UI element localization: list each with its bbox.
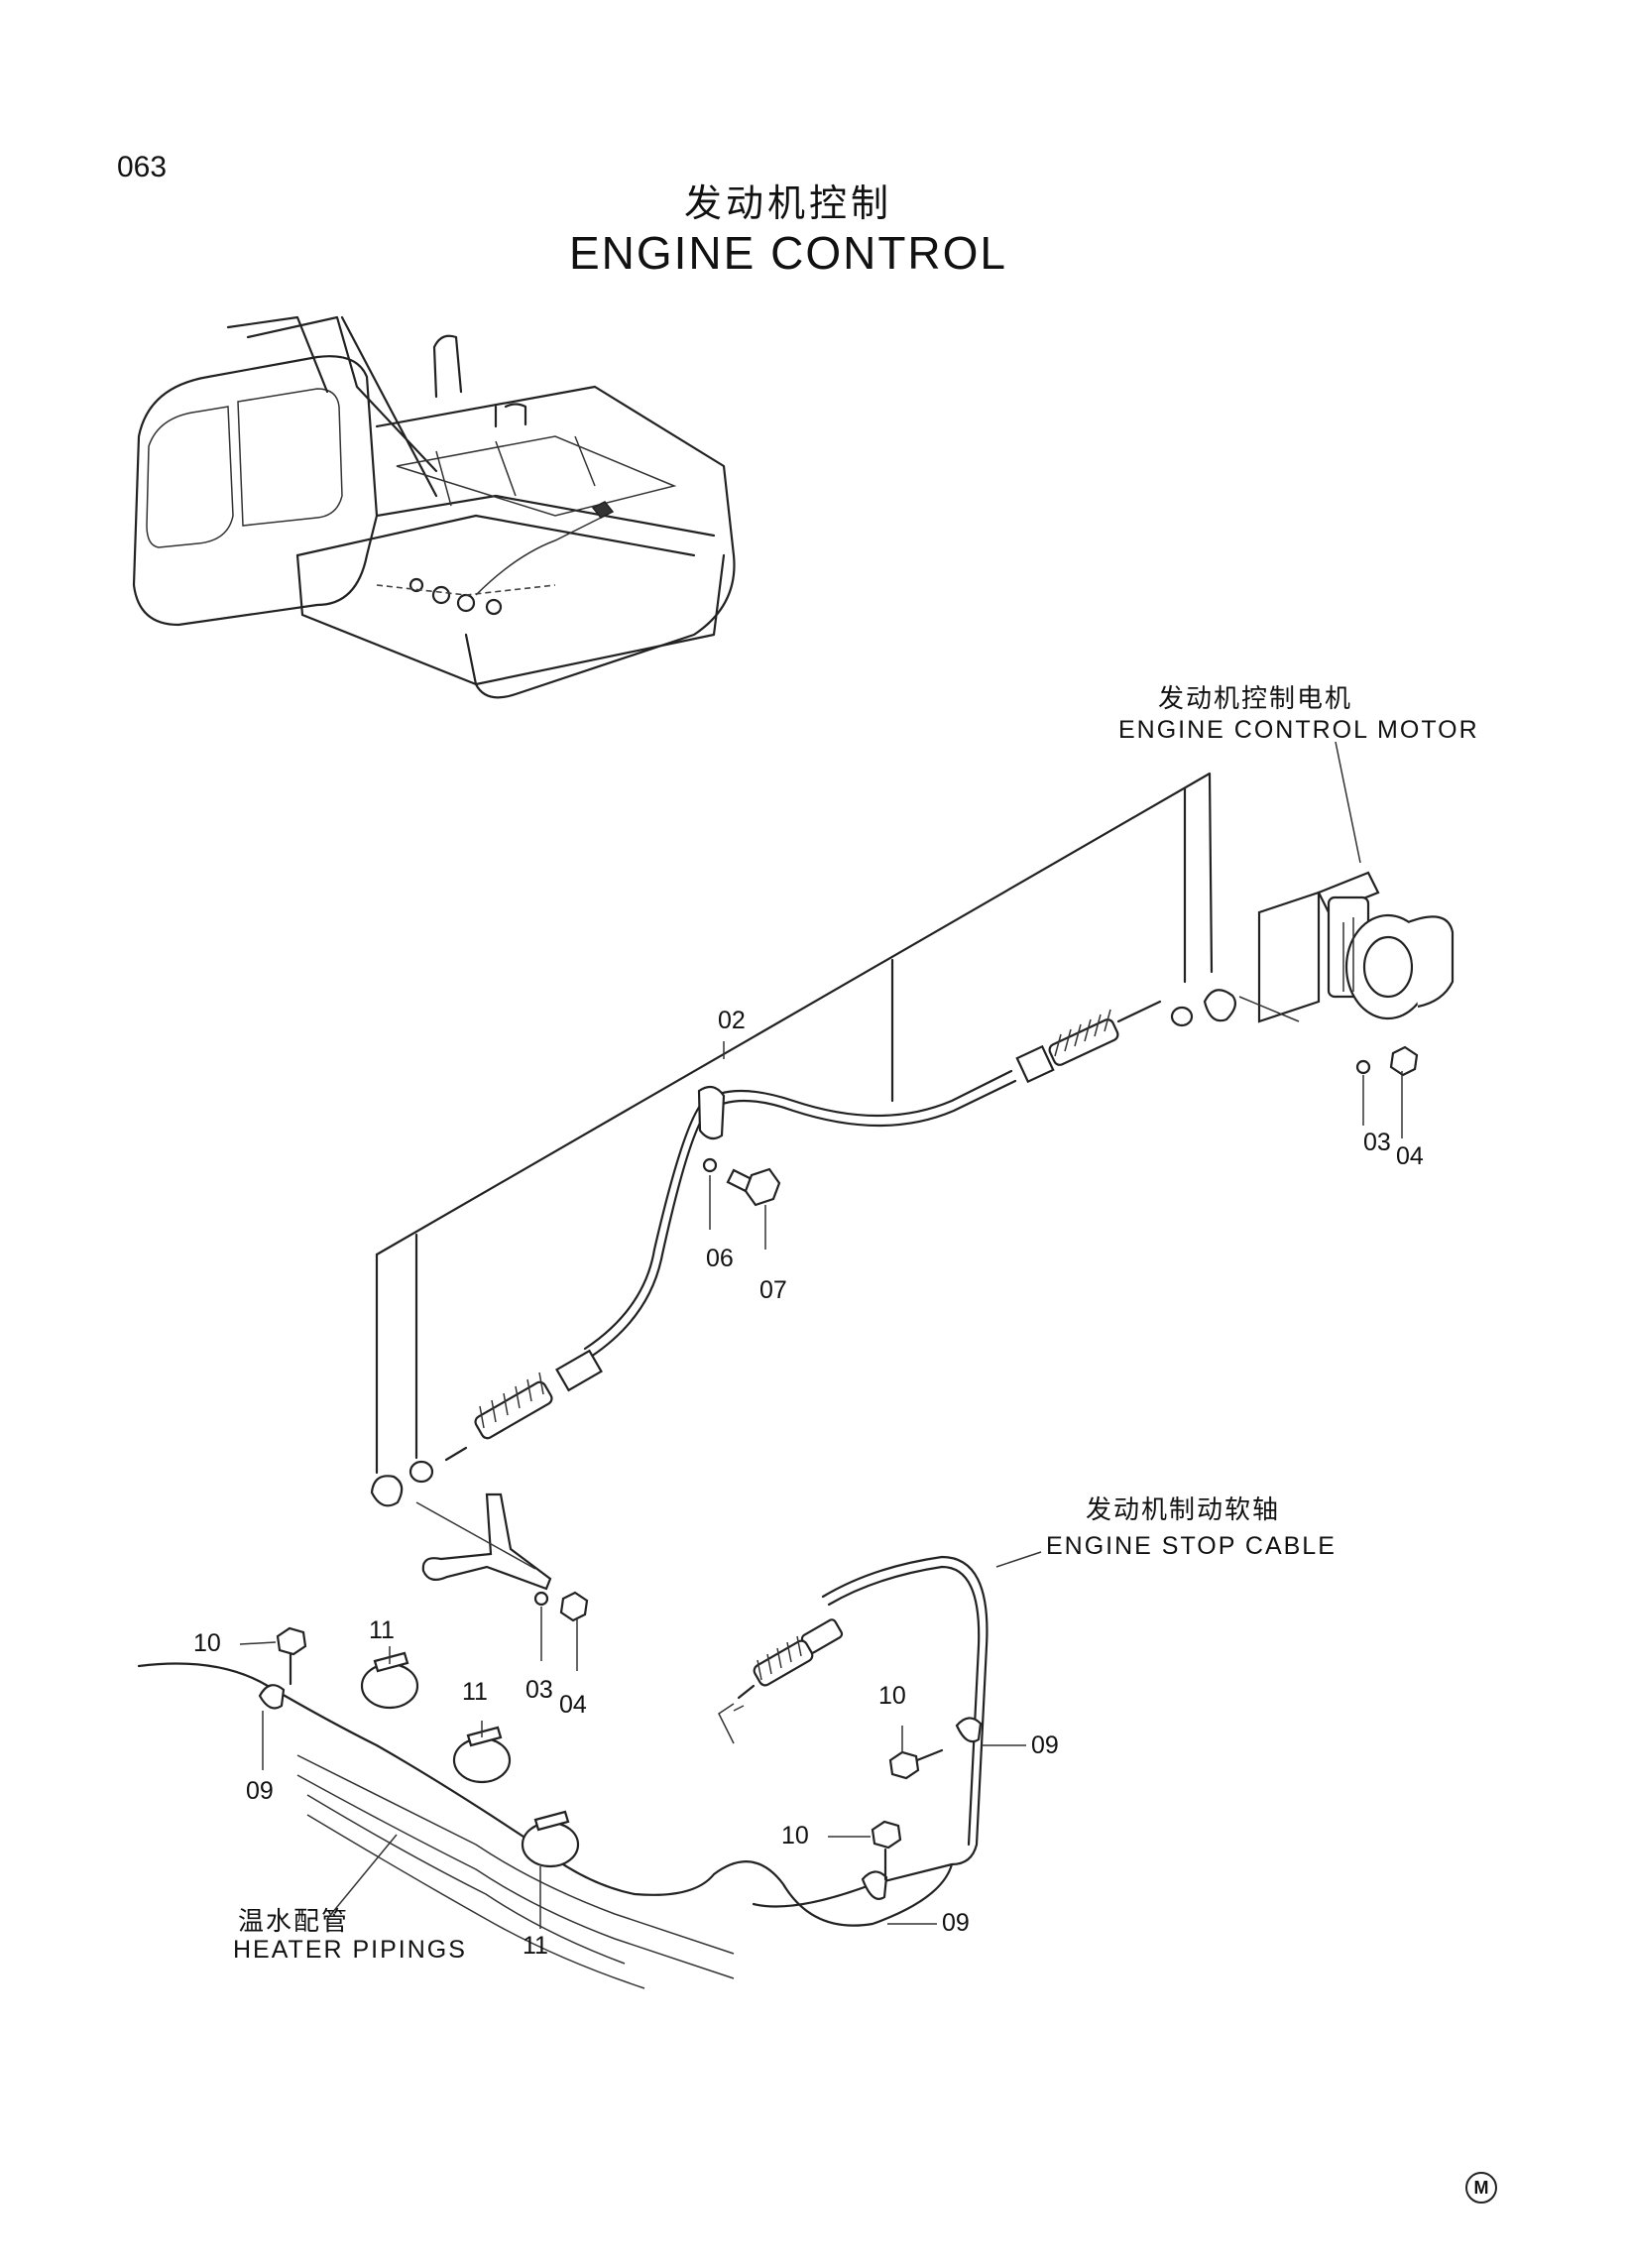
part-number-11-b: 11: [462, 1678, 488, 1706]
stop-cable-label-english: ENGINE STOP CABLE: [1046, 1532, 1337, 1560]
heater-label-chinese: 温水配管: [238, 1907, 350, 1937]
part-number-06: 06: [706, 1245, 734, 1272]
part-number-09-b: 09: [1031, 1731, 1059, 1759]
cable-end-left: [370, 1349, 603, 1507]
cable-end-right: [1015, 989, 1300, 1084]
engine-control-motor-icon: [1257, 871, 1455, 1023]
stop-cable-end: [718, 1618, 844, 1744]
part-number-04-right: 04: [1396, 1142, 1424, 1170]
title-chinese: 发动机控制: [683, 181, 892, 225]
excavator-upper-structure-icon: [132, 315, 736, 699]
stop-cable-label-chinese: 发动机制动软轴: [1086, 1495, 1281, 1525]
part-number-09-a: 09: [246, 1777, 274, 1805]
part-number-03-left: 03: [525, 1676, 553, 1704]
part-number-11-c: 11: [523, 1932, 548, 1960]
part-number-02: 02: [718, 1007, 746, 1034]
part-number-10-b: 10: [878, 1682, 906, 1710]
title-english: ENGINE CONTROL: [568, 227, 1008, 279]
part-number-11-a: 11: [369, 1616, 395, 1644]
part-number-04-left: 04: [559, 1691, 587, 1719]
heater-label-english: HEATER PIPINGS: [233, 1936, 467, 1964]
part-number-03-right: 03: [1363, 1129, 1391, 1156]
m-circle-icon: M: [1465, 2172, 1497, 2204]
part-number-07: 07: [759, 1276, 787, 1304]
part-number-10-a: 10: [193, 1629, 221, 1657]
motor-label-chinese: 发动机控制电机: [1158, 684, 1353, 714]
page-number: 063: [117, 151, 168, 183]
part-number-09-c: 09: [942, 1909, 970, 1937]
motor-label-english: ENGINE CONTROL MOTOR: [1118, 716, 1479, 744]
part-number-10-c: 10: [781, 1822, 809, 1850]
